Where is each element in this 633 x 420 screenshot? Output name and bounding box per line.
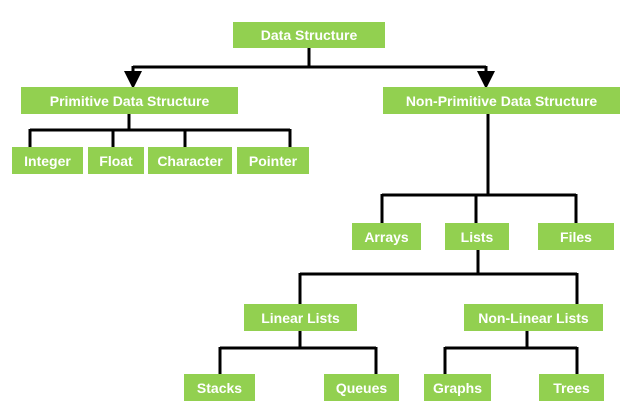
node-pointer: Pointer: [237, 147, 309, 174]
node-data-structure: Data Structure: [233, 22, 385, 48]
node-lists: Lists: [445, 223, 509, 250]
node-primitive-data-structure: Primitive Data Structure: [21, 87, 238, 114]
node-non-primitive-data-structure: Non-Primitive Data Structure: [383, 87, 620, 114]
node-stacks: Stacks: [184, 374, 255, 401]
node-arrays: Arrays: [352, 223, 421, 250]
node-integer: Integer: [12, 147, 83, 174]
node-linear-lists: Linear Lists: [244, 304, 357, 331]
node-non-linear-lists: Non-Linear Lists: [464, 304, 603, 331]
node-trees: Trees: [539, 374, 604, 401]
node-files: Files: [538, 223, 614, 250]
node-character: Character: [148, 147, 232, 174]
node-graphs: Graphs: [424, 374, 491, 401]
node-queues: Queues: [324, 374, 399, 401]
node-float: Float: [88, 147, 144, 174]
